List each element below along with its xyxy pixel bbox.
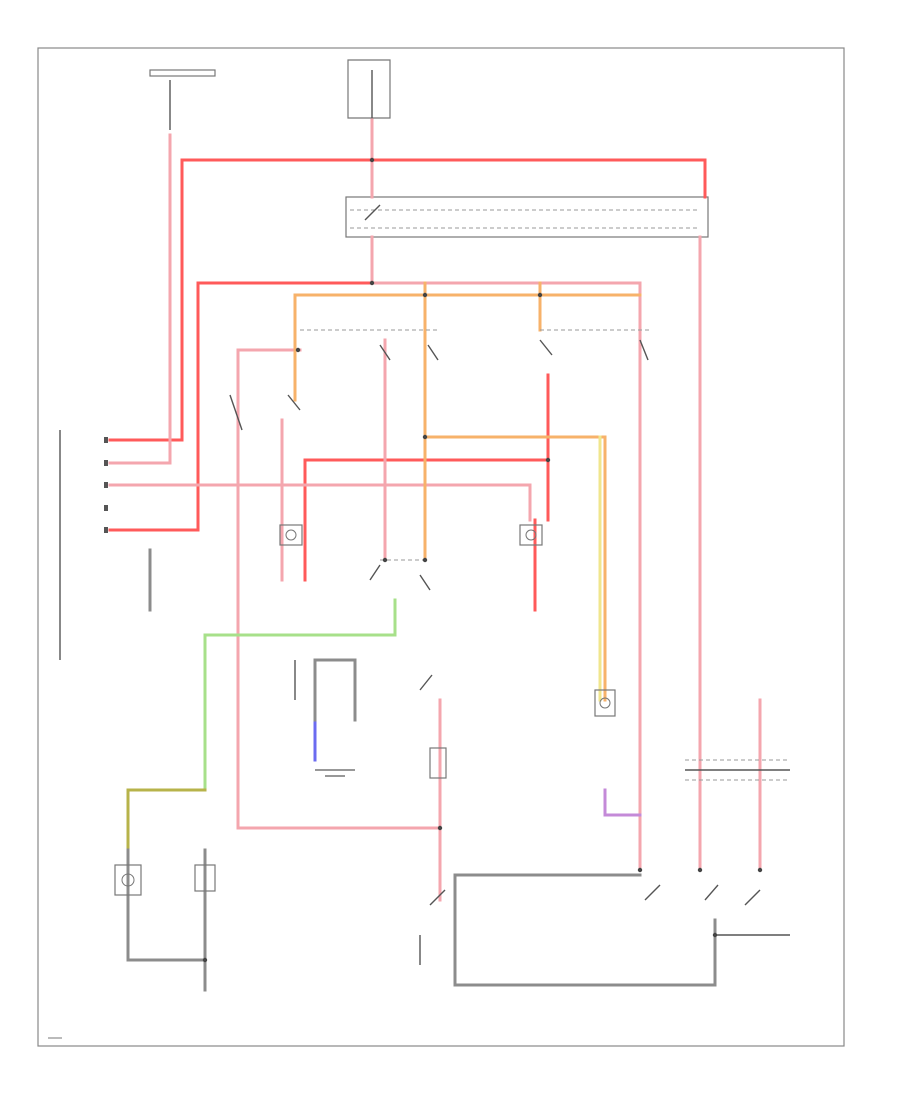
dimmer-relay-box — [345, 196, 709, 238]
pink-wires — [108, 118, 762, 902]
splice-nodes — [202, 157, 763, 963]
olive-wire — [126, 788, 207, 852]
bottom-left-lamps — [114, 864, 216, 896]
bottom-right-relays — [429, 884, 761, 906]
green-wire — [203, 598, 397, 792]
right-headlight — [519, 524, 543, 546]
left-connector-stubs — [104, 437, 108, 533]
right-connector — [685, 759, 790, 781]
red-wires — [108, 158, 707, 612]
left-headlight — [279, 524, 303, 546]
headlight-relay-cluster — [300, 329, 650, 361]
violet-wire — [603, 788, 642, 817]
ground-symbol — [315, 769, 355, 777]
orange-wires — [293, 281, 642, 702]
gray-wires — [126, 548, 717, 992]
drl-module — [594, 689, 616, 717]
headlight-switch — [419, 674, 447, 779]
headlamp-switch-fuse-box — [347, 59, 391, 119]
diagram-frame — [37, 47, 845, 1047]
left-relay-switch — [229, 394, 301, 431]
dimmer-switch — [369, 559, 431, 591]
black-wires — [59, 430, 790, 965]
top-left-fuse — [149, 69, 216, 130]
